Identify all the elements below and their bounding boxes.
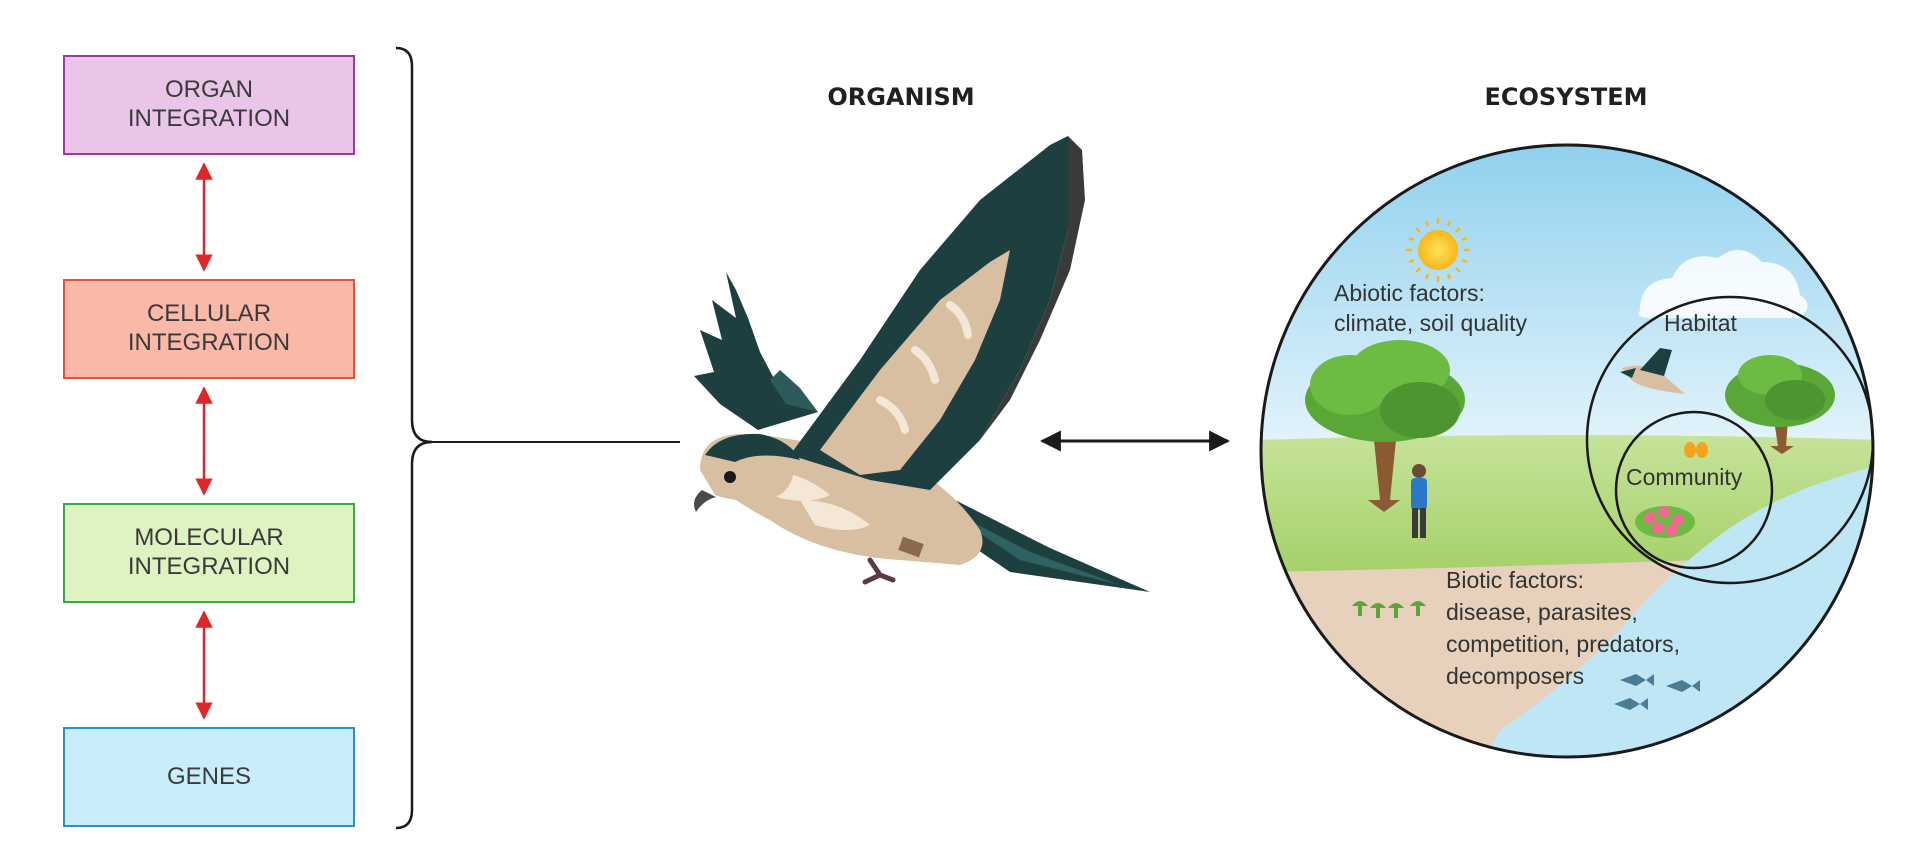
level-cellular-line-2: INTEGRATION bbox=[127, 329, 291, 356]
organism-heading: ORGANISM bbox=[827, 83, 975, 111]
level-organ-line-1: ORGAN bbox=[164, 76, 253, 104]
person-icon bbox=[1411, 464, 1427, 538]
mushrooms-icon bbox=[1352, 601, 1426, 618]
habitat-ring bbox=[1585, 295, 1873, 585]
level-molecular-line-1: MOLECULAR bbox=[134, 524, 284, 552]
level-molecular-line-2: INTEGRATION bbox=[127, 553, 291, 580]
bird-illustration bbox=[694, 136, 1150, 592]
level-box-genes: GENES bbox=[64, 728, 354, 826]
small-bird-icon bbox=[1620, 348, 1685, 394]
level-genes-line-1: GENES bbox=[166, 762, 252, 790]
level-cellular-frame bbox=[63, 279, 355, 379]
habitat-label: Habitat bbox=[1664, 310, 1737, 336]
level-box-molecular: MOLECULAR INTEGRATION bbox=[64, 504, 354, 602]
ecosystem-heading: ECOSYSTEM bbox=[1484, 83, 1648, 111]
level-molecular-frame bbox=[63, 503, 355, 603]
flowers-icon bbox=[1635, 506, 1695, 538]
level-box-cellular: CELLULAR INTEGRATION bbox=[64, 280, 354, 378]
sun-icon bbox=[1406, 218, 1470, 282]
level-cellular-line-1: CELLULAR bbox=[146, 300, 272, 328]
biotic-label-line-4: decomposers bbox=[1446, 663, 1584, 689]
level-organ-line-2: INTEGRATION bbox=[127, 105, 291, 132]
level-genes-frame bbox=[63, 727, 355, 827]
level-organ-frame bbox=[63, 55, 355, 155]
abiotic-label-line-2: climate, soil quality bbox=[1334, 310, 1528, 336]
levels-brace bbox=[395, 46, 433, 830]
small-tree-icon bbox=[1725, 355, 1835, 454]
level-box-organ: ORGAN INTEGRATION bbox=[64, 56, 354, 154]
biotic-label-line-1: Biotic factors: bbox=[1446, 567, 1584, 593]
community-label: Community bbox=[1626, 464, 1743, 490]
butterfly-icon bbox=[1684, 442, 1708, 458]
community-ring bbox=[1614, 410, 1774, 570]
tree-icon bbox=[1305, 340, 1465, 512]
fish-icon bbox=[1614, 674, 1700, 710]
biotic-label-line-3: competition, predators, bbox=[1446, 631, 1680, 657]
biotic-label-line-2: disease, parasites, bbox=[1446, 599, 1638, 625]
abiotic-label-line-1: Abiotic factors: bbox=[1334, 280, 1485, 306]
ecosystem-border bbox=[1259, 143, 1875, 759]
